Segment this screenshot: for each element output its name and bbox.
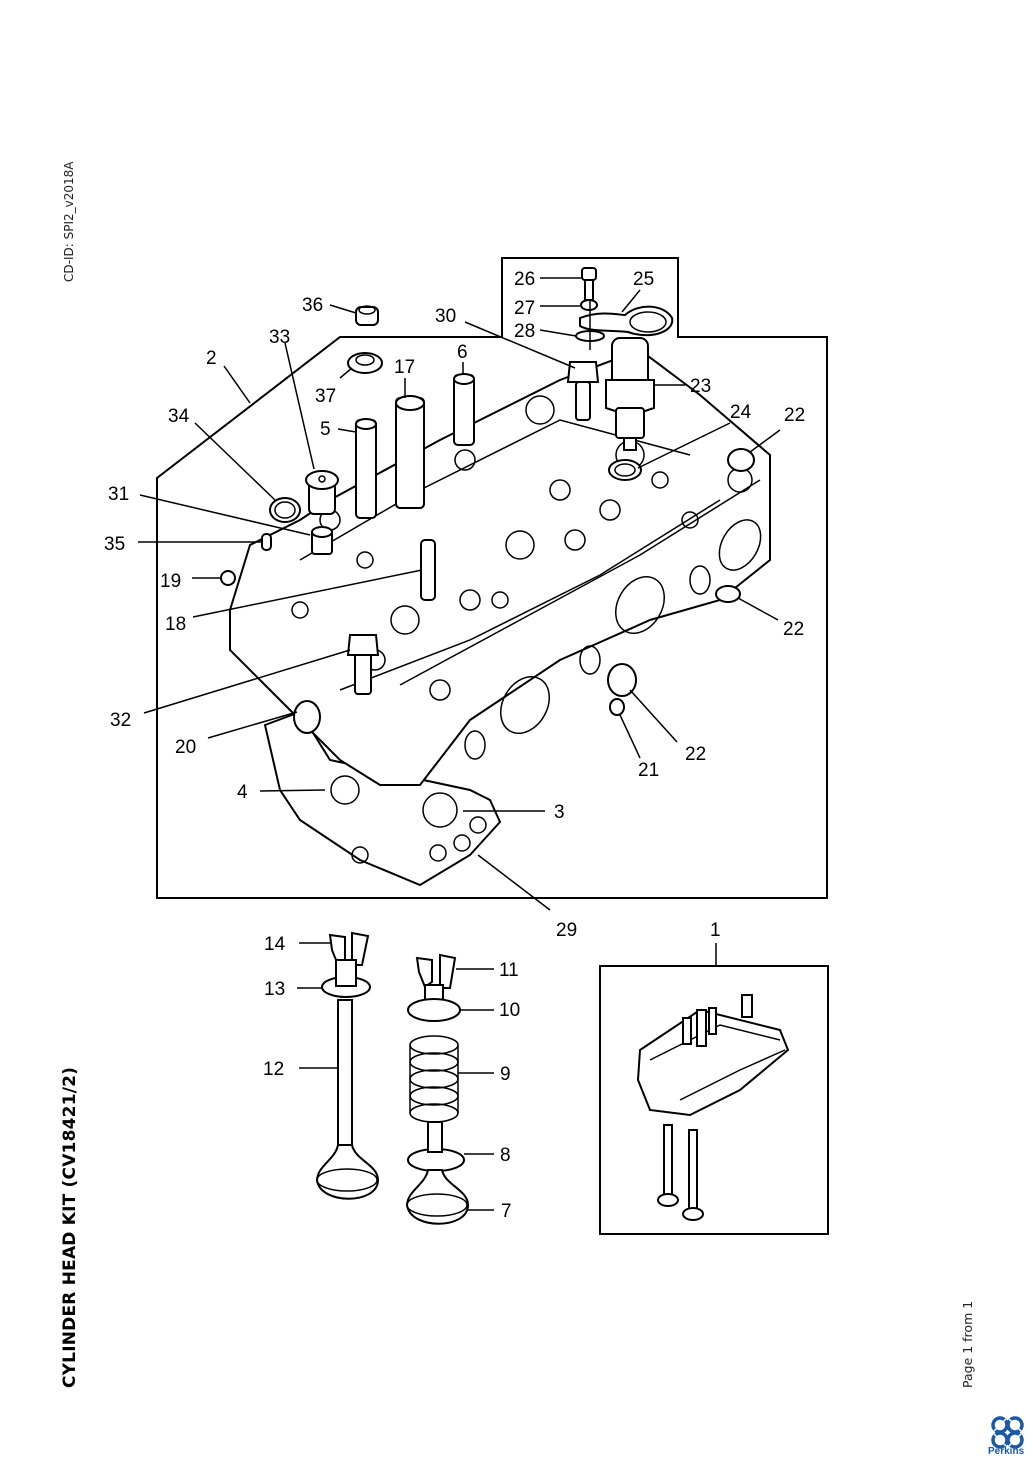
callout-20: 20 — [175, 737, 196, 758]
callout-37: 37 — [315, 386, 336, 407]
part-19-nut — [220, 570, 236, 586]
part-22-plug-top — [727, 448, 755, 472]
part-18-dowel — [420, 539, 436, 601]
part-28-washer — [575, 300, 605, 350]
callout-24: 24 — [730, 402, 752, 423]
part-26-bolt — [581, 267, 597, 301]
part-32-bolt — [346, 634, 380, 695]
callout-18: 18 — [165, 614, 186, 635]
part-22-plug-side — [715, 585, 741, 603]
valve-assembly-right — [405, 953, 470, 1225]
callout-19: 19 — [160, 571, 181, 592]
kit-frame — [599, 965, 829, 1235]
part-21-plug — [609, 698, 625, 716]
leader-lines — [138, 277, 781, 1211]
part-30-bolt — [566, 361, 600, 421]
part-6-valve-guide — [453, 373, 475, 446]
callout-3: 3 — [554, 802, 565, 823]
part-33-plug — [305, 470, 339, 515]
callout-22-top: 22 — [784, 405, 805, 426]
callout-2: 2 — [206, 348, 217, 369]
part-22-plug-lower — [607, 663, 637, 697]
part-37-seal — [347, 352, 383, 374]
callout-11: 11 — [499, 960, 519, 981]
callout-7: 7 — [501, 1201, 512, 1222]
part-24-seal — [608, 459, 642, 481]
callout-6: 6 — [457, 342, 468, 363]
callout-8: 8 — [500, 1145, 511, 1166]
brand-name: Perkins — [988, 1446, 1025, 1457]
part-35-pin — [261, 533, 272, 551]
callout-30: 30 — [435, 306, 456, 327]
callout-34: 34 — [168, 406, 190, 427]
part-23-injector — [605, 337, 655, 451]
part-34-washer — [269, 497, 301, 523]
callout-22-side: 22 — [783, 619, 804, 640]
callout-12: 12 — [263, 1059, 284, 1080]
part-31-plug — [311, 526, 333, 555]
perkins-logo — [991, 1416, 1024, 1449]
callout-21: 21 — [638, 760, 659, 781]
callout-4: 4 — [237, 782, 248, 803]
callout-35: 35 — [104, 534, 125, 555]
callout-17: 17 — [394, 357, 415, 378]
callout-1: 1 — [710, 920, 721, 941]
part-5-valve-guide — [355, 418, 377, 519]
part-20-plug — [293, 700, 321, 734]
callout-32: 32 — [110, 710, 131, 731]
part-25-clamp — [579, 305, 674, 337]
part-36-cap — [355, 305, 379, 326]
kit-thumbnail-drawing — [636, 994, 790, 1221]
callout-36: 36 — [302, 295, 323, 316]
callout-25: 25 — [633, 269, 654, 290]
callout-10: 10 — [499, 1000, 520, 1021]
callout-26: 26 — [514, 269, 535, 290]
cylinder-head-drawing — [229, 348, 771, 887]
main-assembly-frame — [156, 257, 828, 899]
callout-9: 9 — [500, 1064, 511, 1085]
callout-22-lower: 22 — [685, 744, 706, 765]
callout-33: 33 — [269, 327, 290, 348]
callout-29: 29 — [556, 920, 577, 941]
callout-27: 27 — [514, 298, 535, 319]
part-27-washer — [580, 299, 598, 311]
callout-23: 23 — [690, 376, 711, 397]
part-17-sleeve — [395, 395, 425, 509]
callout-13: 13 — [264, 979, 285, 1000]
callout-14: 14 — [264, 934, 286, 955]
callouts: 1 2 3 4 5 6 7 8 9 10 11 12 13 14 17 18 1… — [104, 269, 805, 1222]
valve-assembly-left — [315, 931, 380, 1200]
callout-5: 5 — [320, 419, 331, 440]
callout-28: 28 — [514, 321, 535, 342]
callout-31: 31 — [108, 484, 129, 505]
